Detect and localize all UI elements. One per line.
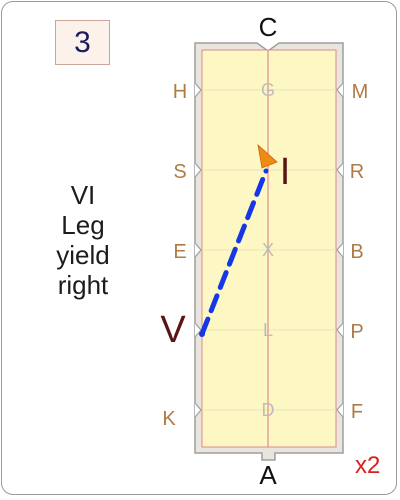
- marker-h: H: [173, 81, 187, 103]
- exercise-description: VI Leg yield right: [28, 180, 138, 300]
- marker-m: M: [352, 81, 369, 103]
- marker-r: R: [350, 161, 364, 183]
- marker-i: I: [280, 151, 291, 193]
- leg-yield-path: [199, 168, 269, 337]
- exercise-line-1: Leg: [61, 210, 105, 240]
- exercise-line-2: yield: [56, 240, 110, 270]
- direction-arrow-icon: [257, 143, 278, 169]
- marker-l: L: [263, 320, 273, 340]
- exercise-number: VI: [70, 180, 96, 210]
- path-start-dot: [199, 331, 205, 337]
- marker-f: F: [351, 401, 363, 423]
- marker-p: P: [350, 321, 363, 343]
- marker-k: K: [162, 408, 176, 430]
- marker-a: A: [259, 460, 277, 490]
- repeat-count: x2: [355, 452, 381, 479]
- marker-s: S: [173, 161, 186, 183]
- marker-v: V: [160, 309, 186, 351]
- marker-c: C: [259, 12, 278, 42]
- left-marker-notches: [194, 82, 202, 418]
- marker-d: D: [262, 400, 275, 420]
- marker-g: G: [261, 80, 275, 100]
- marker-x: X: [262, 240, 274, 260]
- marker-e: E: [173, 241, 186, 263]
- arena-sand: [201, 49, 337, 448]
- right-marker-notches: [336, 82, 344, 418]
- test-number-badge: 3: [55, 20, 110, 65]
- exercise-line-3: right: [57, 270, 109, 300]
- test-number: 3: [74, 25, 91, 59]
- marker-b: B: [350, 241, 363, 263]
- marker-crosslines: [202, 89, 336, 411]
